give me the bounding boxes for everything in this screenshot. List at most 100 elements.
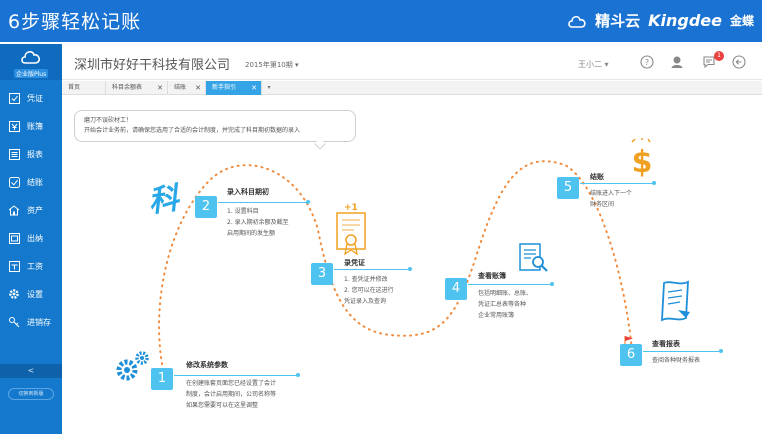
step-title: 查看账簿: [478, 272, 506, 280]
close-icon[interactable]: ✕: [157, 84, 163, 92]
step-title: 结账: [590, 173, 604, 181]
step-desc-line: 企业常用账簿: [478, 312, 515, 319]
step-desc-line: 财务区间: [590, 201, 615, 208]
gears-icon: [116, 351, 149, 381]
edition-badge: 企业版Plus: [14, 69, 49, 78]
sidebar-item-cashier[interactable]: 出纳: [0, 224, 62, 252]
step-desc-line: 启用期间的发生额: [227, 230, 276, 237]
step-connector: [468, 282, 554, 286]
sidebar-item-label: 进销存: [27, 317, 51, 327]
user-menu[interactable]: 王小二 ▾: [578, 59, 609, 70]
sidebar-item-settings[interactable]: 设置: [0, 280, 62, 308]
step-number: 2: [195, 196, 217, 218]
salary-icon: [7, 260, 21, 272]
cashier-icon: [7, 232, 21, 244]
step-desc: 查阅各种财务报表: [652, 355, 700, 366]
tab-home[interactable]: 首页: [62, 81, 106, 95]
step-desc-line: 在创建账套页面您已经设置了会计: [186, 380, 277, 387]
sidebar-item-label: 报表: [27, 149, 43, 159]
sidebar-item-label: 账簿: [27, 121, 43, 131]
step-desc: 1. 设置科目 2. 录入期初余额及截至 启用期间的发生额: [227, 206, 289, 239]
asset-icon: [7, 204, 21, 216]
step-desc-line: 2. 您可以在这进行: [344, 287, 394, 294]
step-title: 录凭证: [344, 259, 365, 267]
chevron-down-icon: ▾: [267, 84, 271, 91]
step-desc-line: 凭证录入及查询: [344, 298, 387, 305]
step-desc-line: 包括明细账、总账、: [478, 290, 533, 297]
intro-line-1: 磨刀不误砍材工！: [84, 117, 133, 124]
sidebar-item-label: 出纳: [27, 233, 43, 243]
brand-area: 精斗云 Kingdee 金蝶: [567, 10, 754, 31]
step-desc-line: 制度，会计启用期间，公司名称等: [186, 391, 277, 398]
sidebar-logo[interactable]: 企业版Plus: [0, 44, 62, 80]
app-header: 深圳市好好干科技有限公司 2015年第10期 ▾ 王小二 ▾ ? 1: [62, 44, 762, 80]
sidebar-item-checkout[interactable]: 结账: [0, 168, 62, 196]
tab-label: 新手指引: [212, 84, 237, 91]
tab-subject-balance[interactable]: 科目余额表 ✕: [106, 81, 168, 95]
report-icon: [7, 148, 21, 160]
step-title: 查看报表: [652, 340, 680, 348]
cloud-logo-icon: [568, 15, 586, 28]
switch-version-button[interactable]: 切换到新版: [8, 388, 54, 400]
sidebar-item-ledger[interactable]: 账簿: [0, 112, 62, 140]
logout-icon[interactable]: [732, 55, 746, 69]
chevron-down-icon: ▾: [294, 61, 299, 69]
svg-text:$: $: [632, 145, 653, 178]
tab-beginner-guide[interactable]: 新手指引 ✕: [206, 81, 262, 95]
chevron-down-icon: ▾: [604, 60, 609, 69]
document-search-icon: [519, 243, 548, 272]
step-connector: [580, 181, 656, 185]
checkout-icon: [7, 176, 21, 188]
banner-title: 6步骤轻松记账: [8, 11, 142, 33]
sidebar-item-salary[interactable]: 工资: [0, 252, 62, 280]
help-icon[interactable]: ?: [640, 55, 654, 69]
brand-jingdouyun: 精斗云: [595, 12, 641, 30]
sidebar-item-voucher[interactable]: 凭证: [0, 84, 62, 112]
step-desc: 结账进入下一个 财务区间: [590, 188, 632, 210]
brand-jindie: 金蝶: [729, 14, 754, 28]
step-number: 5: [557, 177, 579, 199]
step-desc-line: 查阅各种财务报表: [652, 357, 701, 364]
report-scroll-icon: [661, 280, 690, 322]
sidebar: 企业版Plus 凭证 账簿 报表 结账 资产 出纳 工资 设置 进销存 < 切换…: [0, 44, 62, 434]
intro-line-2: 开始会计业务前，请确保您选用了合适的会计制度，并完成了科目期初数据的录入: [84, 127, 301, 134]
company-name: 深圳市好好干科技有限公司: [74, 58, 231, 73]
period-selector[interactable]: 2015年第10期 ▾: [245, 60, 298, 70]
step-desc-line: 凭证汇总表等各种: [478, 301, 527, 308]
service-icon[interactable]: [670, 55, 684, 69]
sidebar-item-asset[interactable]: 资产: [0, 196, 62, 224]
top-banner: 6步骤轻松记账 精斗云 Kingdee 金蝶: [0, 0, 762, 42]
step-number: 1: [151, 368, 173, 390]
step-number: 6: [620, 344, 642, 366]
step-connector: [334, 267, 412, 271]
sidebar-item-report[interactable]: 报表: [0, 140, 62, 168]
tab-more-dropdown[interactable]: ▾: [264, 81, 274, 95]
sidebar-item-inventory[interactable]: 进销存: [0, 308, 62, 336]
tab-label: 首页: [68, 84, 81, 91]
step-desc-line: 如果您需要可以在这里调整: [186, 402, 259, 409]
step-connector: [174, 373, 300, 377]
sidebar-item-label: 结账: [27, 177, 43, 187]
step-desc-line: 结账进入下一个: [590, 190, 633, 197]
ledger-icon: [7, 120, 21, 132]
sidebar-item-label: 设置: [27, 289, 43, 299]
step-desc: 包括明细账、总账、 凭证汇总表等各种 企业常用账簿: [478, 288, 532, 321]
step-desc: 1. 查凭证并修改 2. 您可以在这进行 凭证录入及查询: [344, 274, 394, 307]
tab-checkout[interactable]: 结账 ✕: [168, 81, 206, 95]
notification-badge: 1: [714, 51, 724, 61]
sidebar-collapse-button[interactable]: <: [0, 364, 62, 378]
sidebar-item-label: 凭证: [27, 93, 43, 103]
step-title: 修改系统参数: [186, 361, 228, 369]
dollar-icon: $: [631, 138, 653, 178]
close-icon[interactable]: ✕: [195, 84, 201, 92]
inventory-icon: [7, 316, 21, 328]
brand-kingdee: Kingdee: [648, 11, 722, 30]
close-icon[interactable]: ✕: [251, 84, 257, 92]
step-desc-line: 2. 录入期初余额及截至: [227, 219, 289, 226]
sidebar-item-label: 工资: [27, 261, 43, 271]
step-desc: 在创建账套页面您已经设置了会计 制度，会计启用期间，公司名称等 如果您需要可以在…: [186, 378, 276, 411]
sidebar-item-label: 资产: [27, 205, 43, 215]
tab-label: 结账: [174, 84, 187, 91]
step-connector: [218, 200, 310, 204]
